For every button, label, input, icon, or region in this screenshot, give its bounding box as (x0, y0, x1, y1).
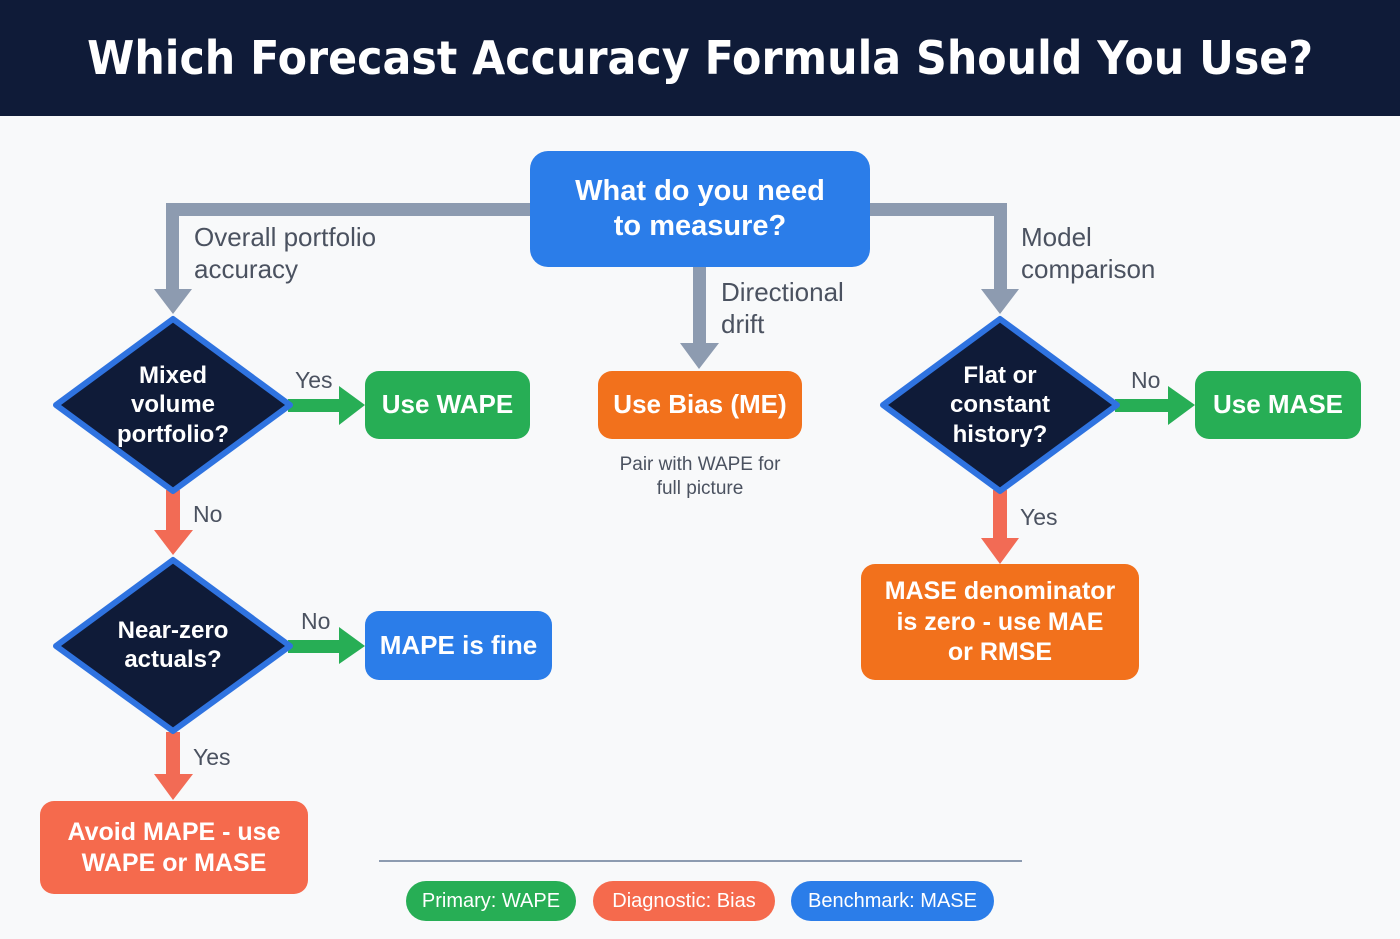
arrow-down-icon (981, 289, 1019, 314)
decision-mixed-volume-label: Mixed volume portfolio? (117, 362, 229, 448)
arrow-right-icon (339, 386, 365, 425)
arrow-right-icon (339, 627, 365, 664)
legend-pill-diagnostic-label: Diagnostic: Bias (612, 889, 756, 912)
decision-diamond-mixed-volume (53, 316, 293, 494)
legend-pill-primary-label: Primary: WAPE (421, 889, 561, 912)
outcome-use-mase-label: Use MASE (1212, 389, 1344, 420)
edge-label-no: No (193, 501, 223, 527)
outcome-mape-fine-label: MAPE is fine (379, 629, 538, 660)
green-connectors (288, 386, 1195, 664)
edge-label-yes: Yes (1020, 504, 1058, 530)
outcome-use-mase: Use MASE (1195, 371, 1361, 439)
edge-label-no: No (1131, 367, 1161, 393)
legend-pill-diagnostic: Diagnostic: Bias (593, 881, 775, 921)
outcome-avoid-mape-label: Avoid MAPE - use WAPE or MASE (67, 818, 281, 877)
outcome-use-wape: Use WAPE (365, 371, 530, 439)
legend-pill-benchmark: Benchmark: MASE (791, 881, 994, 921)
outcome-mase-denominator-zero: MASE denominator is zero - use MAE or RM… (861, 564, 1139, 680)
start-node-label: What do you need to measure? (575, 174, 825, 242)
coral-connectors (154, 490, 1019, 800)
outcome-use-bias-label: Use Bias (ME) (613, 389, 787, 420)
edge-label-no: No (301, 608, 331, 634)
branch-label-center: Directional drift (721, 277, 844, 339)
start-node: What do you need to measure? (530, 151, 870, 267)
arrow-down-icon (154, 530, 193, 555)
outcome-use-wape-label: Use WAPE (381, 389, 514, 420)
edge-label-yes: Yes (295, 367, 333, 393)
arrow-down-icon (981, 538, 1019, 564)
branch-label-left: Overall portfolio accuracy (194, 222, 377, 284)
legend-pill-primary: Primary: WAPE (406, 881, 576, 921)
gray-connectors (154, 203, 1019, 369)
branch-label-right: Model comparison (1021, 222, 1156, 284)
decision-flat-history-label: Flat or constant history? (949, 362, 1050, 448)
bias-note: Pair with WAPE for full picture (619, 454, 781, 499)
edge-label-yes: Yes (193, 744, 231, 770)
outcome-use-bias: Use Bias (ME) (598, 371, 802, 439)
arrow-right-icon (1168, 386, 1195, 425)
arrow-down-icon (154, 774, 193, 800)
legend-pill-benchmark-label: Benchmark: MASE (808, 889, 977, 912)
outcome-mape-fine: MAPE is fine (365, 611, 552, 680)
legend-divider (379, 860, 1022, 862)
outcome-avoid-mape: Avoid MAPE - use WAPE or MASE (40, 801, 308, 894)
outcome-mase-denominator-zero-label: MASE denominator is zero - use MAE or RM… (884, 577, 1116, 667)
page-title: Which Forecast Accuracy Formula Should Y… (86, 31, 1313, 85)
decision-near-zero-label: Near-zero actuals? (117, 616, 229, 673)
decision-diamond-flat-history (880, 316, 1120, 494)
arrow-down-icon (154, 289, 192, 314)
title-banner: Which Forecast Accuracy Formula Should Y… (0, 0, 1400, 116)
arrow-down-icon (680, 343, 719, 369)
decision-diamond-near-zero (53, 557, 293, 734)
